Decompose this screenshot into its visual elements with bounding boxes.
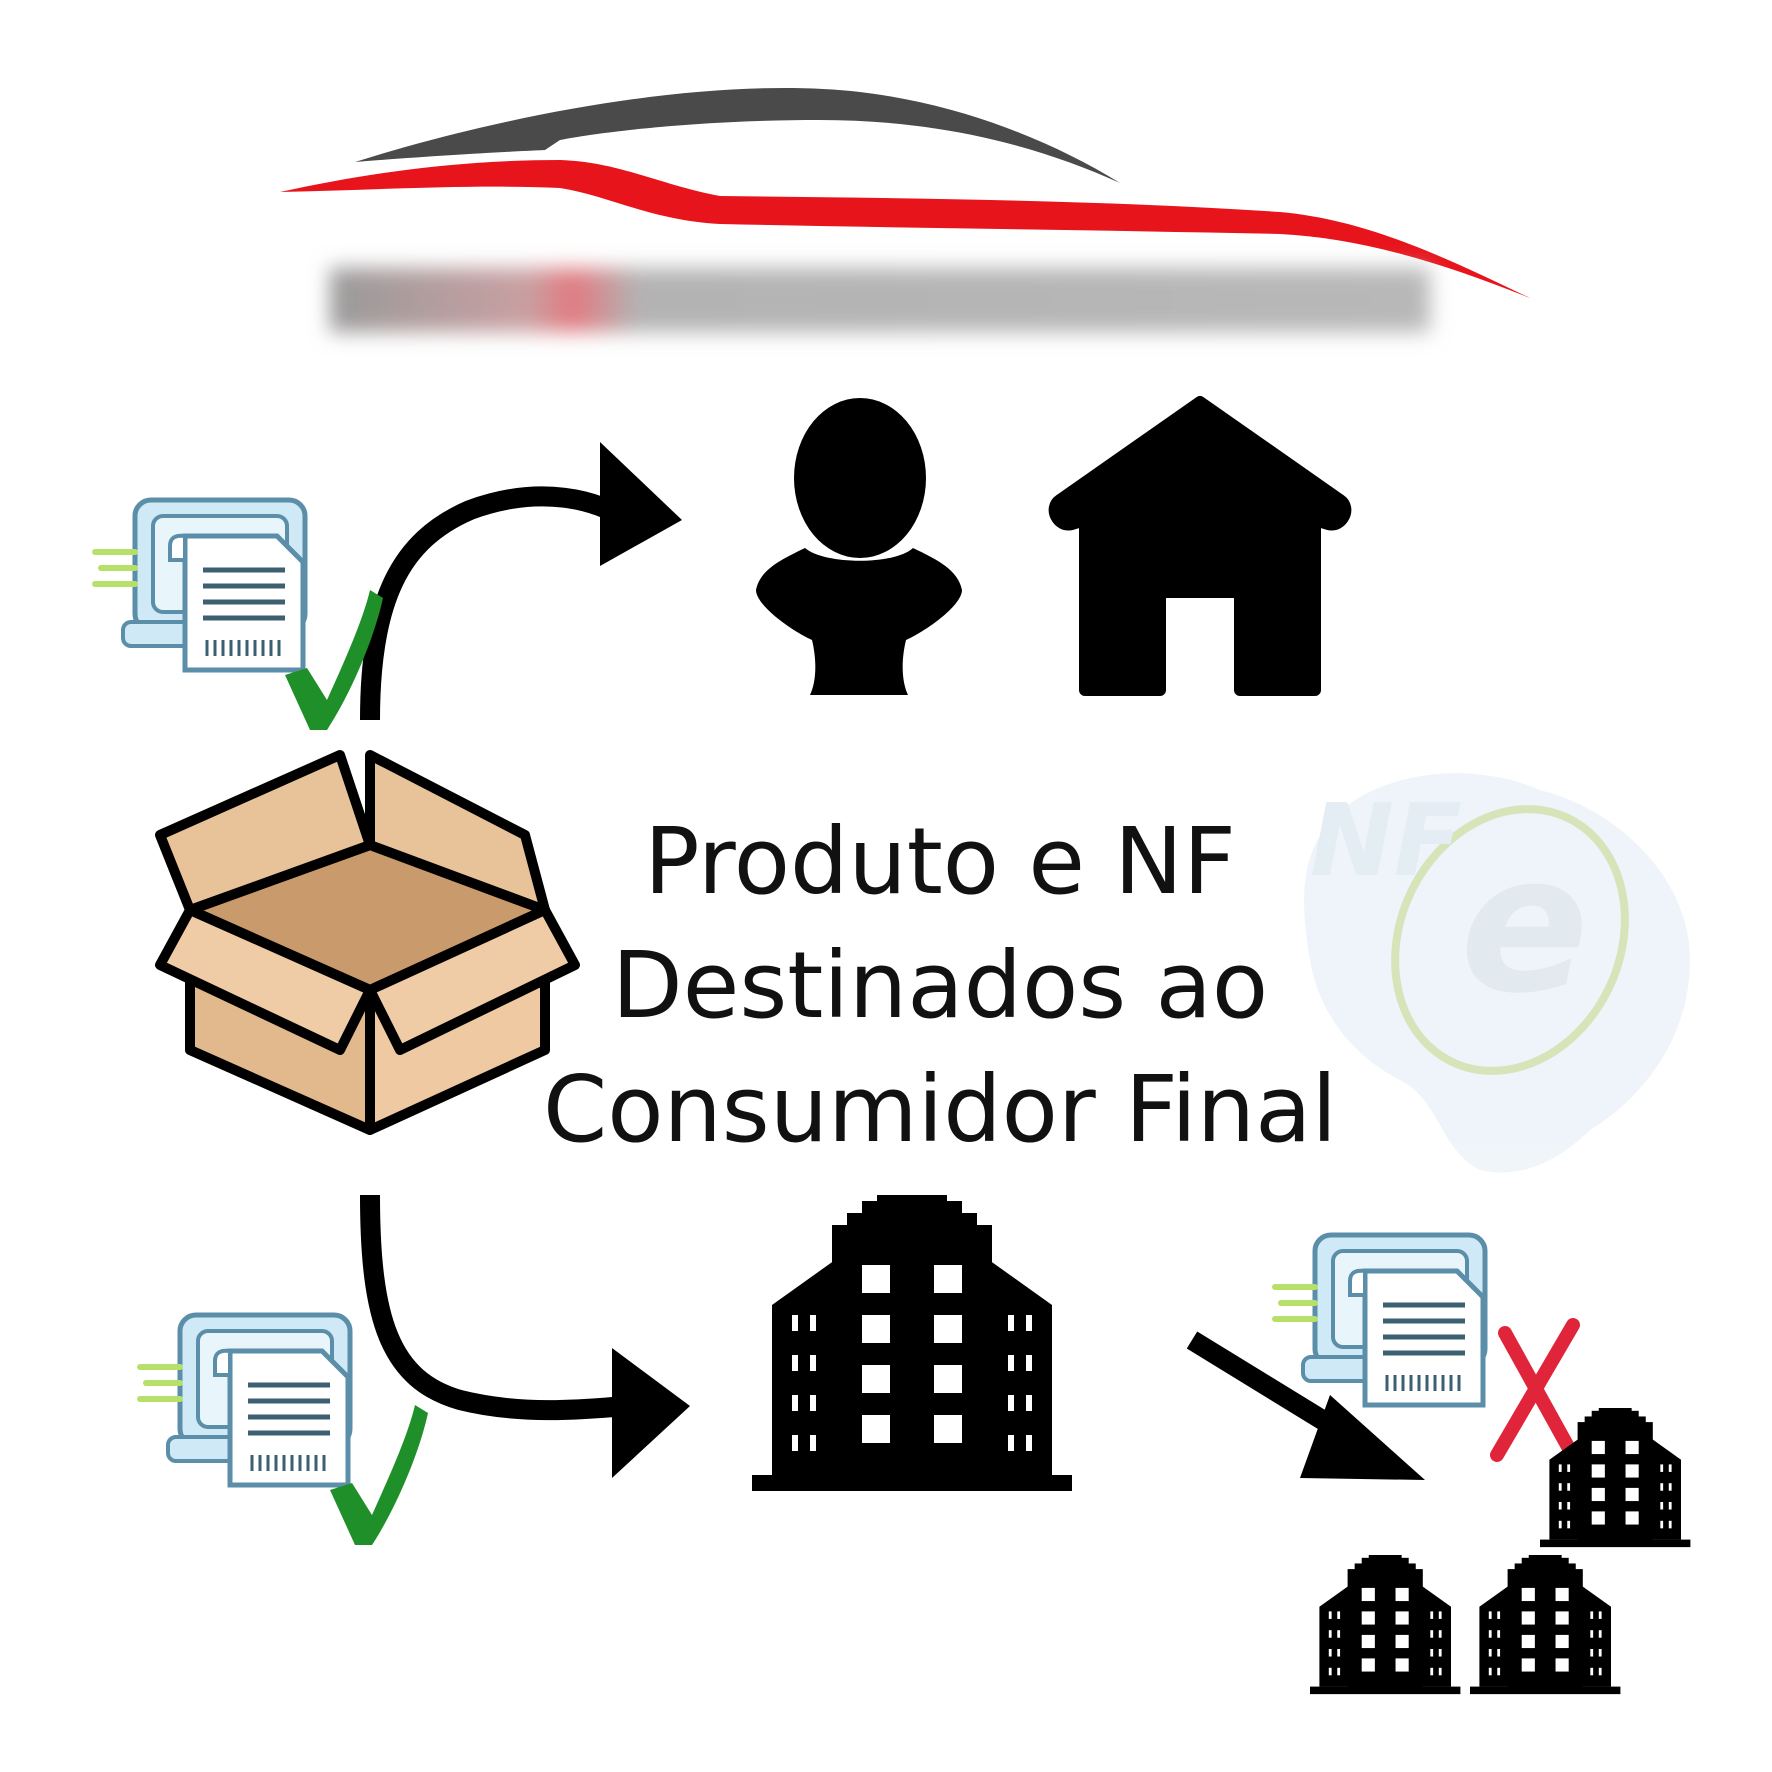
house-icon xyxy=(1048,396,1352,696)
caption-line-2: Destinados ao xyxy=(611,932,1269,1039)
logo-red-swoosh xyxy=(280,160,1530,298)
logo-gray-arc xyxy=(355,88,1120,183)
red-cross-icon xyxy=(1490,1318,1584,1470)
e-invoice-check-icon-bottom xyxy=(140,1315,428,1545)
arrow-to-other-companies xyxy=(1186,1331,1425,1480)
small-building-icon xyxy=(1310,1555,1461,1695)
e-invoice-check-icon-top xyxy=(95,500,383,730)
office-building-icon xyxy=(752,1195,1072,1491)
open-cardboard-box-icon xyxy=(155,750,580,1135)
watermark-nf-letters: NF xyxy=(1310,782,1462,899)
sports-car-logo xyxy=(280,88,1530,332)
caption-line-3: Consumidor Final xyxy=(542,1056,1338,1163)
watermark-e-letter: e xyxy=(1460,814,1589,1035)
arrow-to-consumer xyxy=(360,442,682,721)
nfe-watermark: NF e xyxy=(1304,773,1690,1173)
green-check-icon xyxy=(330,1405,428,1545)
diagram-caption: Produto e NF Destinados ao Consumidor Fi… xyxy=(480,800,1400,1172)
arrow-to-company xyxy=(360,1194,690,1478)
person-bust-icon xyxy=(756,398,962,695)
caption-line-1: Produto e NF xyxy=(644,808,1236,915)
logo-blurred-wordmark xyxy=(330,268,1430,332)
green-check-icon xyxy=(285,590,383,730)
e-invoice-x-icon xyxy=(1275,1235,1584,1470)
small-building-icon xyxy=(1470,1555,1621,1695)
